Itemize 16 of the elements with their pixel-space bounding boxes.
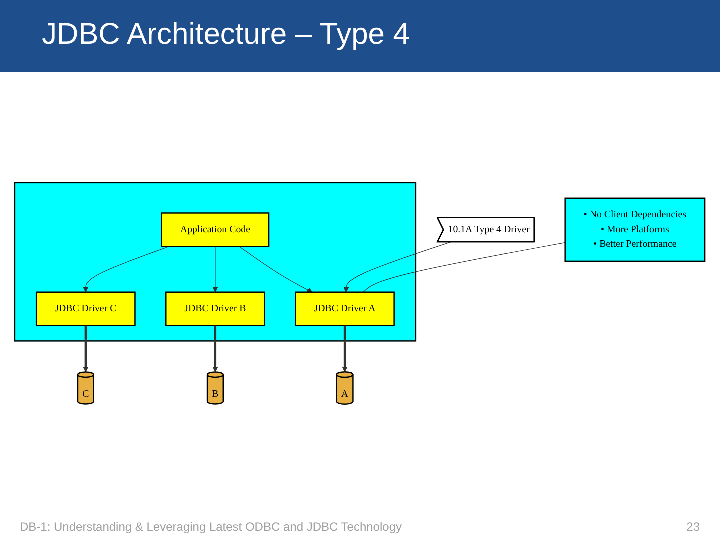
cluster: [14, 182, 417, 342]
footer-text: DB-1: Understanding & Leveraging Latest ODBC and JDBC Technology: [20, 520, 402, 534]
arrow: [83, 326, 89, 373]
node-box: • No Client Dependencies • More Platforms • Better Performance: [564, 198, 706, 262]
slide-title: JDBC Architecture – Type 4: [42, 18, 410, 52]
node-box: JDBC Driver B: [166, 292, 266, 327]
arrow: [344, 242, 451, 293]
arrow: [238, 246, 313, 293]
footer-text: 23: [686, 520, 700, 534]
connector: [363, 242, 566, 294]
arrow: [342, 326, 348, 373]
arrow: [212, 246, 218, 293]
node-box: JDBC Driver C: [36, 292, 136, 327]
node-box: Application Code: [161, 212, 270, 248]
arrow: [212, 326, 218, 373]
node-box: JDBC Driver A: [295, 292, 395, 327]
